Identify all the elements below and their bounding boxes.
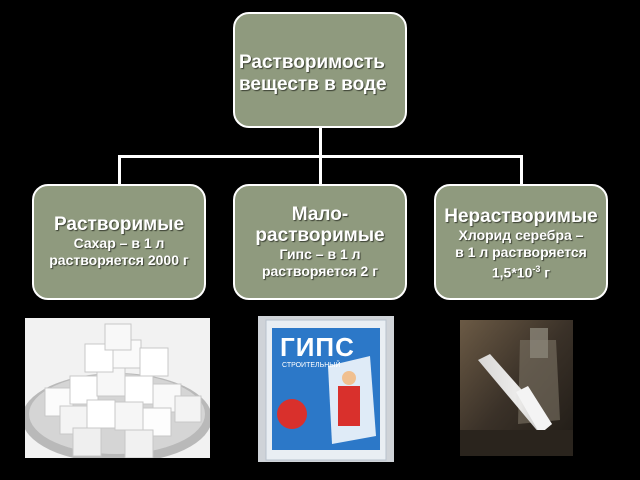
node-slightly-soluble-desc-line2: растворяется 2 г	[261, 263, 379, 279]
root-title-line1: Растворимость	[239, 52, 385, 73]
node-soluble-desc-line1: Сахар – в 1 л	[73, 235, 165, 251]
node-insoluble: Нерастворимые Хлорид серебра – в 1 л рас…	[434, 184, 608, 300]
node-soluble-desc-line2: растворяется 2000 г	[49, 252, 189, 268]
connector-mid-down	[319, 155, 322, 185]
node-insoluble-desc-exponent: -3	[532, 264, 541, 274]
silver-chloride-tube-image	[460, 320, 573, 456]
connector-root-down	[319, 128, 322, 156]
node-soluble-title: Растворимые	[53, 214, 185, 235]
root-title-line2: веществ в воде	[239, 74, 387, 95]
node-slightly-soluble-desc-line1: Гипс – в 1 л	[279, 246, 361, 262]
node-soluble: Растворимые Сахар – в 1 л растворяется 2…	[32, 184, 206, 300]
node-slightly-soluble: Мало- растворимые Гипс – в 1 л растворяе…	[233, 184, 407, 300]
node-slightly-soluble-title-line1: Мало-	[291, 204, 349, 225]
node-insoluble-desc-line2: в 1 л растворяется	[455, 244, 587, 260]
gypsum-package-brand: ГИПС	[280, 332, 355, 362]
sugar-cubes-image	[25, 318, 210, 458]
gypsum-package-image: ГИПС СТРОИТЕЛЬНЫЙ	[258, 316, 394, 462]
node-insoluble-desc-base: 1,5*10	[491, 264, 533, 281]
node-insoluble-title: Нерастворимые	[444, 206, 598, 227]
connector-right-down	[520, 155, 523, 185]
node-insoluble-desc-line1: Хлорид серебра –	[458, 227, 584, 243]
root-node: Растворимость веществ в воде	[233, 12, 407, 128]
gypsum-package-subtitle: СТРОИТЕЛЬНЫЙ	[282, 362, 341, 369]
node-slightly-soluble-title-line2: растворимые	[255, 225, 385, 246]
connector-left-down	[118, 155, 121, 185]
node-insoluble-desc-unit: г	[540, 264, 551, 281]
node-insoluble-desc-line3: 1,5*10-3 г	[436, 261, 606, 282]
